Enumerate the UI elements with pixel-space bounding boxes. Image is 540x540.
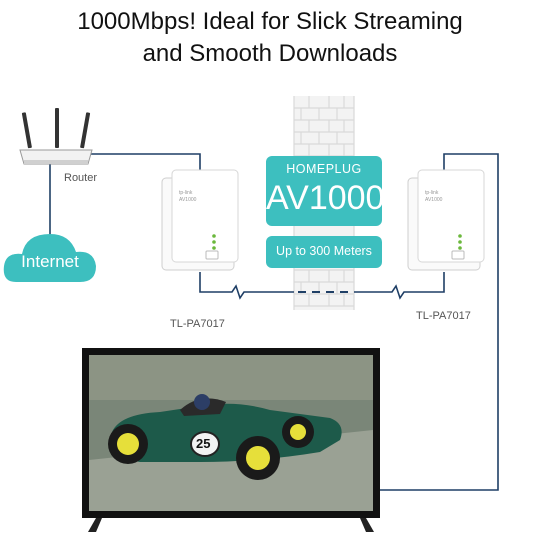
homeplug-standard: HOMEPLUG xyxy=(286,162,362,176)
router-cable xyxy=(88,153,201,176)
car-number: 25 xyxy=(196,436,211,451)
powerline-adapter-icon xyxy=(407,169,485,271)
cloud-icon xyxy=(3,234,96,282)
left-adapter-label: TL-PA7017 xyxy=(170,318,225,330)
adapter-sub-left: AV1000 xyxy=(179,197,197,203)
headline: 1000Mbps! Ideal for Slick Streaming and … xyxy=(0,6,540,70)
router-icon xyxy=(19,108,93,165)
router-label: Router xyxy=(64,172,98,184)
adapter-brand-right: tp-link xyxy=(425,190,439,196)
headline-line-2: and Smooth Downloads xyxy=(142,40,398,67)
tv-cable xyxy=(380,153,499,491)
homeplug-badge xyxy=(266,156,382,268)
powerline-adapter-icon xyxy=(161,169,239,271)
homeplug-range: Up to 300 Meters xyxy=(276,244,372,258)
headline-line-1: 1000Mbps! Ideal for Slick Streaming xyxy=(77,8,463,35)
powerline-left xyxy=(199,272,294,300)
race-car xyxy=(108,394,342,480)
powerline-right xyxy=(354,272,445,300)
tv-icon xyxy=(82,348,380,532)
adapter-sub-right: AV1000 xyxy=(425,197,443,203)
cables xyxy=(49,153,499,491)
right-adapter-label: TL-PA7017 xyxy=(416,310,471,322)
adapter-brand-left: tp-link xyxy=(179,190,193,196)
internet-label: Internet xyxy=(21,252,79,271)
homeplug-speed-class: AV1000 xyxy=(266,179,385,217)
